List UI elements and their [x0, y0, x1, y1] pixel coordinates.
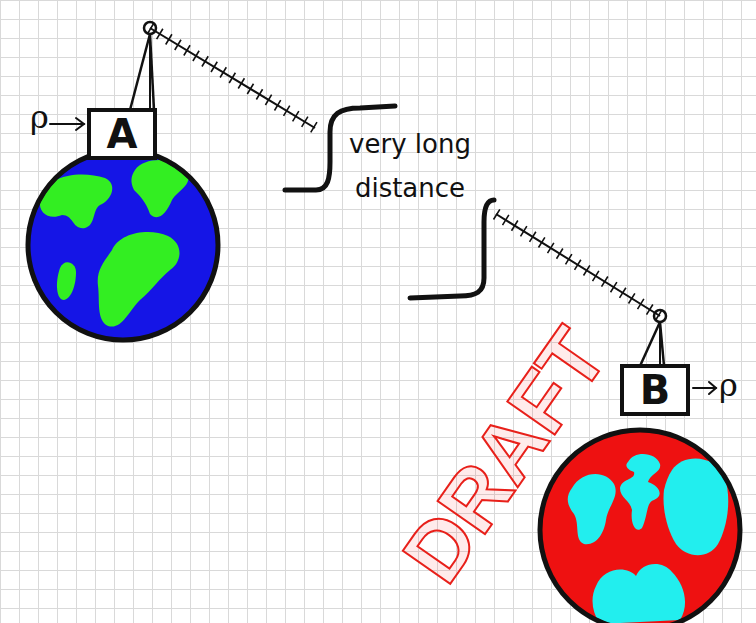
box-letter: B — [640, 370, 671, 410]
distance-label: very long distance — [340, 122, 480, 210]
box-letter: A — [107, 114, 138, 154]
station-box: A — [87, 108, 157, 160]
antenna-b — [640, 310, 666, 366]
rho-symbol: ρ — [30, 100, 49, 135]
rho-symbol: ρ — [719, 368, 738, 403]
red-planet — [540, 430, 740, 623]
signal-link — [150, 28, 660, 364]
brackets — [285, 106, 494, 298]
draft-watermark: DRAFT — [384, 311, 627, 600]
antenna-a — [130, 22, 156, 110]
earth-planet — [28, 150, 218, 340]
station-box: B — [620, 364, 690, 416]
